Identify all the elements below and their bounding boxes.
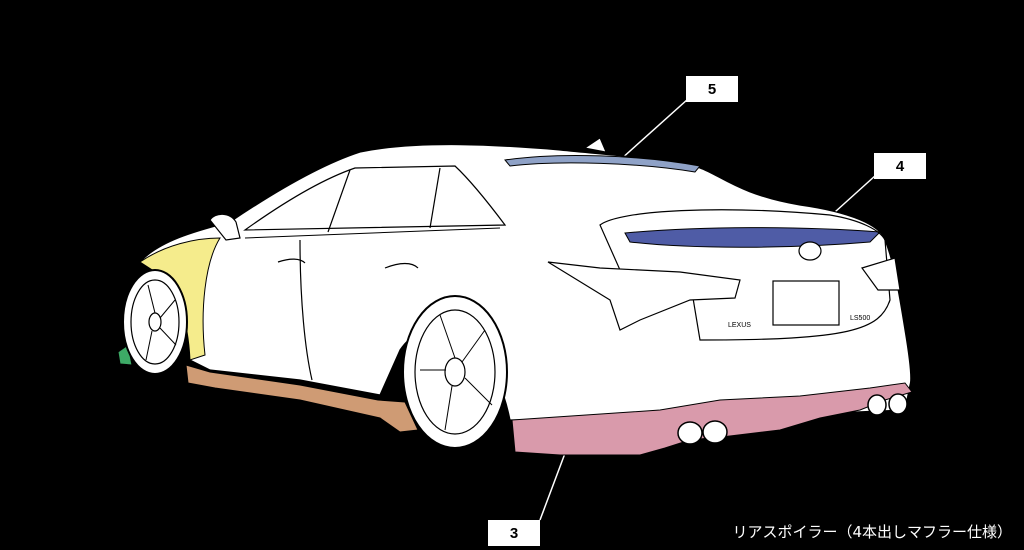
tail-light-right (861, 257, 901, 291)
exhaust-tips (677, 393, 908, 445)
trunk-spoiler-part (624, 227, 882, 248)
diagram-caption: リアスポイラー（4本出しマフラー仕様） (732, 523, 1012, 541)
badge-right: LS500 (850, 315, 870, 322)
license-plate (772, 280, 840, 326)
door-handle-rear (384, 262, 419, 269)
shark-fin-antenna (583, 137, 607, 153)
roof-spoiler-part (504, 154, 701, 173)
badge-left: LEXUS (728, 322, 751, 329)
rear-wheel (402, 295, 508, 449)
lexus-emblem (798, 241, 822, 261)
callout-label-5: 5 (686, 76, 738, 102)
door-handle-front (277, 258, 306, 264)
side-skirt-part (185, 364, 419, 433)
rear-bumper-part (511, 382, 913, 456)
callout-label-3: 3 (488, 520, 540, 546)
front-wheel (122, 269, 188, 375)
leader-line-5 (619, 98, 689, 161)
tail-light-left (547, 261, 741, 331)
side-windows (243, 165, 507, 231)
trunk-outline (599, 209, 891, 341)
callout-label-4: 4 (874, 153, 926, 179)
side-mirror (209, 213, 241, 241)
